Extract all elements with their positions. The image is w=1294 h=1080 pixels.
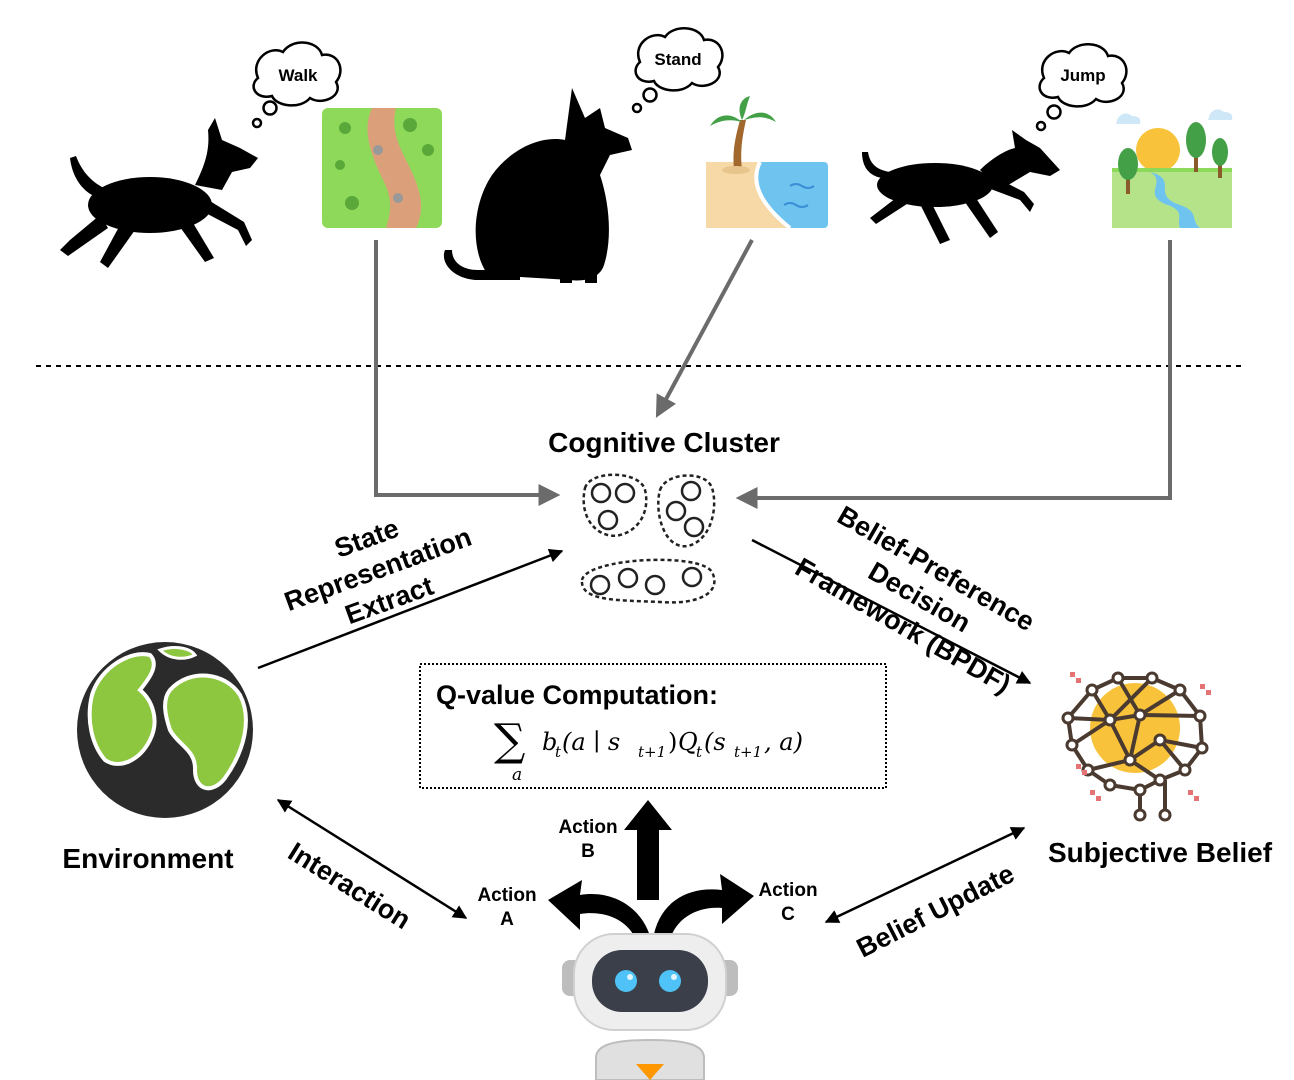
qvalue-formula: ∑ a b t (a ∣ s t+1 ) Q t (s t+1 , a) (494, 715, 803, 785)
river-landscape-icon (1112, 109, 1233, 228)
formula-sum-subscript: a (512, 765, 522, 785)
subjective-belief-label: Subjective Belief (1048, 837, 1273, 868)
jump-connector-arrow (735, 240, 1172, 509)
jump-thought-bubble: Jump (1035, 43, 1128, 132)
path-landscape-icon (322, 108, 442, 228)
formula-close1: ) (668, 728, 677, 756)
action-a-label-1: Action (477, 885, 536, 906)
qvalue-title: Q-value Computation: (436, 680, 718, 710)
walk-thought-bubble: Walk (251, 41, 342, 129)
formula-q-sub: t (696, 743, 703, 761)
stand-thought-bubble: Stand (631, 27, 724, 114)
walk-label: Walk (278, 66, 318, 85)
formula-open2: (s (704, 728, 726, 756)
action-arrows-icon (548, 800, 754, 940)
running-dog-icon (862, 130, 1060, 244)
formula-cond: (a ∣ s (562, 728, 620, 756)
robot-agent-icon (562, 933, 738, 1080)
beach-landscape-icon (706, 96, 828, 230)
walking-dog-icon (60, 118, 258, 268)
action-c-label-2: C (781, 904, 795, 925)
formula-close2: , a) (764, 728, 803, 756)
interaction-arrow (276, 798, 468, 920)
bpdf-label: Belief-Preference Decision Framework (BP… (790, 500, 1039, 699)
cognitive-cluster-label: Cognitive Cluster (548, 427, 780, 458)
action-b-label-1: Action (558, 817, 617, 838)
cognitive-cluster-icon (580, 473, 716, 604)
brain-network-icon (1061, 671, 1211, 822)
action-a-label-2: A (500, 909, 514, 930)
jump-label: Jump (1060, 66, 1105, 85)
formula-q: Q (678, 728, 698, 756)
formula-s-sub1: t+1 (638, 743, 666, 761)
formula-b-sub: t (555, 743, 562, 761)
bpdf-arrow (751, 538, 1032, 685)
state-extract-arrow (257, 548, 564, 670)
formula-sum-symbol: ∑ (494, 715, 525, 766)
stand-label: Stand (654, 50, 701, 69)
belief-update-arrow (824, 826, 1026, 924)
formula-s-sub2: t+1 (734, 743, 762, 761)
qvalue-box (419, 663, 887, 789)
earth-globe-icon (77, 642, 253, 818)
interaction-label: Interaction (283, 837, 416, 936)
action-c-label-1: Action (758, 880, 817, 901)
action-b-label-2: B (581, 841, 595, 862)
belief-update-label: Belief Update (852, 858, 1019, 963)
formula-b: b (542, 728, 557, 756)
stand-connector-arrow (655, 239, 754, 418)
sitting-dog-icon (443, 88, 632, 283)
walk-connector-arrow (374, 240, 561, 506)
environment-label: Environment (62, 843, 233, 874)
state-extract-label: State Representation Extract (280, 513, 475, 630)
